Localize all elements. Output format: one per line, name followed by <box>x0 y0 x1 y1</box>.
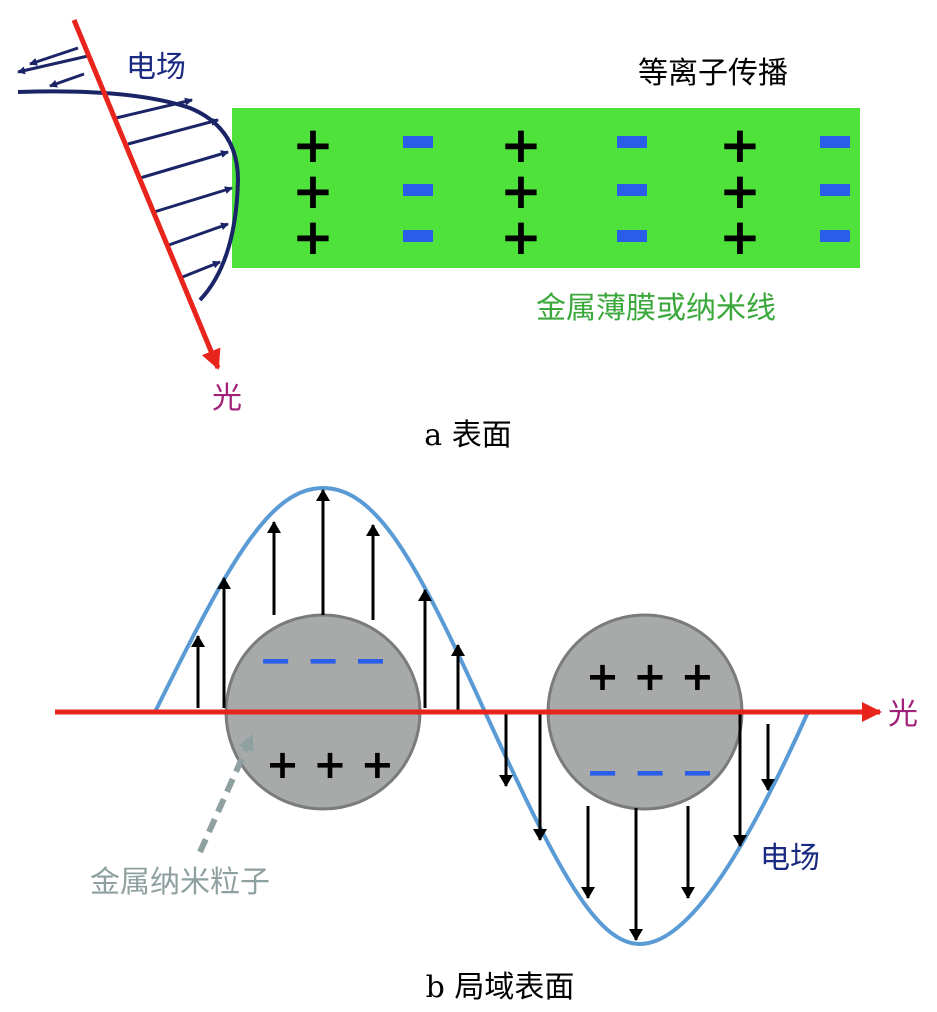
minus-sign <box>403 184 433 196</box>
minus-sign <box>403 136 433 148</box>
minus-sign <box>403 230 433 242</box>
field-arrows-down <box>499 714 775 941</box>
plus-sign: + <box>500 116 542 174</box>
particle-right-minus: − − − <box>586 750 714 796</box>
minus-sign <box>617 184 647 196</box>
label-plasmon-propagation: 等离子传播 <box>638 56 788 91</box>
particle-right-plus: + + + <box>586 654 714 700</box>
minus-sign <box>617 230 647 242</box>
minus-sign <box>617 136 647 148</box>
plus-sign: + <box>292 162 334 220</box>
particle-left-minus: − − − <box>259 638 387 684</box>
plus-sign: + <box>292 208 334 266</box>
field-arrow <box>17 54 89 75</box>
plus-sign: + <box>500 208 542 266</box>
field-arrow <box>165 222 229 248</box>
plus-sign: + <box>292 116 334 174</box>
light-ray-a <box>71 19 221 370</box>
field-arrows-a <box>17 46 233 280</box>
metal-film <box>232 108 860 268</box>
label-light-a: 光 <box>212 381 242 416</box>
field-arrow <box>179 260 221 280</box>
label-metal-nanoparticle: 金属纳米粒子 <box>90 865 270 900</box>
field-arrow <box>29 46 79 66</box>
minus-sign <box>820 136 850 148</box>
panel-b: − − − + + + + + + − − − 光 电场 金属纳米粒子 b 局域… <box>55 485 918 1005</box>
label-light-b: 光 <box>888 697 918 732</box>
minus-sign <box>820 184 850 196</box>
field-arrow <box>139 150 229 180</box>
field-arrows-up <box>191 489 465 712</box>
plus-sign: + <box>500 162 542 220</box>
minus-sign <box>820 230 850 242</box>
label-metal-film: 金属薄膜或纳米线 <box>536 291 776 326</box>
label-electric-field-b: 电场 <box>760 841 820 876</box>
field-arrow <box>115 97 193 120</box>
caption-a: a 表面 <box>424 418 511 453</box>
film-charges: + + + + + + + + + <box>292 116 761 266</box>
particle-left-plus: + + + <box>266 742 394 788</box>
field-arrow <box>153 186 233 214</box>
plus-sign: + <box>719 208 761 266</box>
plus-sign: + <box>719 162 761 220</box>
panel-a: + + + + + + + + + <box>17 19 860 453</box>
caption-b: b 局域表面 <box>426 970 575 1005</box>
label-electric-field-a: 电场 <box>126 50 186 85</box>
plus-sign: + <box>719 116 761 174</box>
film-minus-charges <box>403 136 850 242</box>
field-arrow <box>49 72 85 88</box>
field-arrow <box>127 117 219 146</box>
